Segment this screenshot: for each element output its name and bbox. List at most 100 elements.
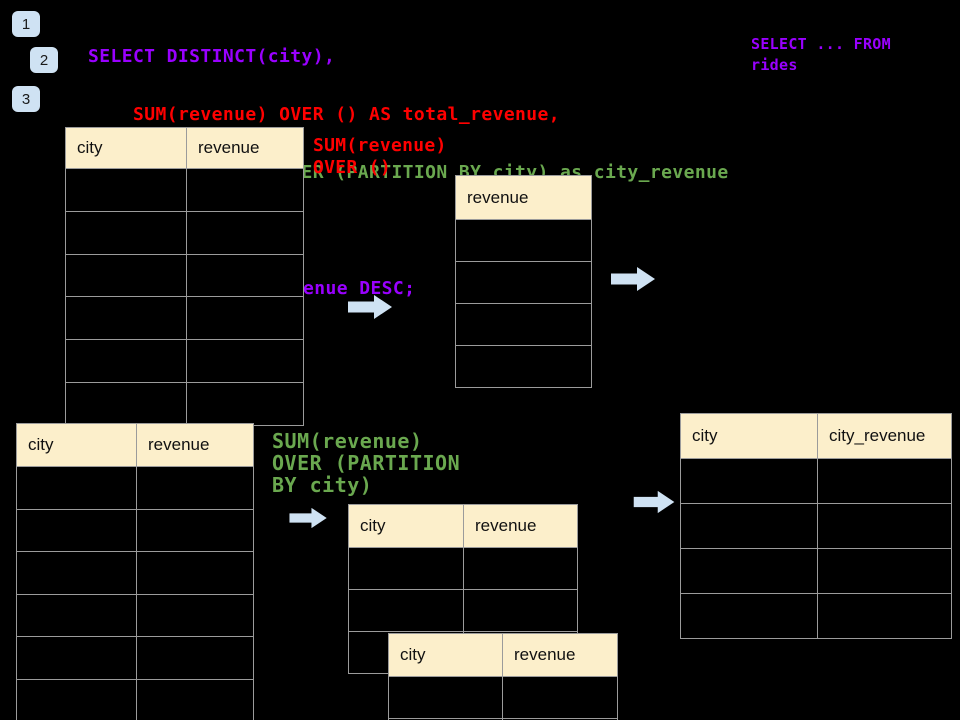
table-row: [681, 548, 951, 593]
table-cell-empty: [66, 169, 187, 211]
table-row: [681, 503, 951, 548]
table-row: [17, 466, 253, 509]
table-source-rides-top: city revenue: [65, 127, 304, 426]
step-badge-1: 1: [12, 11, 40, 37]
table-cell-empty: [137, 595, 253, 637]
table-row: [681, 458, 951, 503]
table-cell-empty: [137, 510, 253, 552]
table-cell-empty: [17, 552, 137, 594]
table-row: [456, 219, 591, 261]
sql-line-total: SUM(revenue) OVER () AS total_revenue,: [133, 104, 561, 125]
table-row: [456, 345, 591, 387]
table-city-revenue-result: city city_revenue: [680, 413, 952, 639]
table-row: [66, 253, 303, 297]
table-cell-empty: [187, 340, 303, 382]
table-cell-empty: [187, 255, 303, 297]
table-row: [66, 381, 303, 425]
table-cell-empty: [349, 590, 464, 631]
table-cell-empty: [66, 254, 187, 297]
table-cell-empty: [187, 169, 303, 211]
table-cell-empty: [17, 467, 137, 509]
table-cell-empty: [66, 211, 187, 254]
table-cell-empty: [456, 346, 591, 387]
column-header-city: city: [349, 505, 464, 547]
column-header-city: city: [17, 424, 137, 466]
table-cell-empty: [17, 594, 137, 636]
table-cell-empty: [456, 304, 591, 345]
table-row: [17, 636, 253, 679]
column-header-city: city: [389, 634, 503, 676]
table-cell-empty: [818, 549, 951, 593]
table-row: [66, 168, 303, 211]
table-row: [17, 678, 253, 720]
total-revenue-label-line-1: SUM(revenue): [313, 135, 447, 156]
right-arrow-icon: [611, 267, 655, 291]
table-cell-empty: [349, 548, 464, 589]
table-cell-empty: [137, 467, 253, 509]
partition-label-line-3: BY city): [272, 473, 373, 497]
table-cell-empty: [818, 504, 951, 548]
table-cell-empty: [464, 590, 577, 631]
total-revenue-label-line-2: OVER (): [313, 157, 391, 178]
table-total-revenue-result: revenue: [455, 175, 592, 388]
table-cell-empty: [137, 637, 253, 679]
sql-line-select: SELECT DISTINCT(city),: [88, 46, 336, 67]
total-revenue-label: SUM(revenue) OVER (): [313, 135, 447, 179]
table-cell-empty: [187, 212, 303, 254]
table-cell-empty: [818, 459, 951, 503]
table-row: [349, 547, 577, 589]
table-cell-empty: [66, 297, 187, 340]
side-note: SELECT ... FROM rides: [751, 34, 891, 76]
column-header-revenue: revenue: [148, 435, 210, 454]
table-row: [456, 261, 591, 303]
partition-label-line-1: SUM(revenue): [272, 429, 423, 453]
column-header-city: city: [681, 414, 818, 458]
table-cell-empty: [456, 220, 591, 261]
column-header-revenue: revenue: [514, 645, 576, 664]
table-cell-empty: [17, 679, 137, 720]
table-cell-empty: [137, 680, 253, 720]
step-badge-3: 3: [12, 86, 40, 112]
table-row: [17, 551, 253, 594]
table-cell-empty: [66, 382, 187, 425]
right-arrow-icon: [633, 490, 675, 514]
table-cell-empty: [17, 637, 137, 679]
table-cell-empty: [681, 549, 818, 593]
side-note-line-2: rides: [751, 56, 798, 74]
table-source-rides-bottom: city revenue: [16, 423, 254, 720]
table-row: [681, 593, 951, 638]
table-cell-empty: [187, 297, 303, 339]
table-row: [456, 303, 591, 345]
table-row: [66, 339, 303, 382]
table-cell-empty: [503, 677, 617, 718]
table-partition-group-overlay: city revenue: [388, 633, 618, 720]
table-row: [349, 589, 577, 631]
table-cell-empty: [464, 548, 577, 589]
table-cell-empty: [681, 504, 818, 548]
step-badge-2: 2: [30, 47, 58, 73]
table-row: [66, 296, 303, 340]
table-cell-empty: [66, 340, 187, 382]
table-cell-empty: [137, 552, 253, 594]
partition-label: SUM(revenue) OVER (PARTITION BY city): [272, 430, 460, 496]
side-note-line-1: SELECT ... FROM: [751, 35, 891, 53]
table-row: [17, 593, 253, 637]
table-cell-empty: [456, 262, 591, 303]
table-cell-empty: [681, 594, 818, 638]
table-cell-empty: [187, 383, 303, 425]
table-cell-empty: [17, 509, 137, 551]
column-header-city: city: [66, 128, 187, 168]
table-row: [66, 210, 303, 254]
partition-label-line-2: OVER (PARTITION: [272, 451, 461, 475]
column-header-revenue: revenue: [467, 187, 529, 207]
column-header-revenue: revenue: [198, 138, 260, 157]
right-arrow-icon: [348, 295, 392, 319]
table-row: [389, 676, 617, 718]
column-header-city-revenue: city_revenue: [829, 426, 926, 445]
table-cell-empty: [389, 677, 503, 718]
right-arrow-icon: [289, 507, 327, 529]
table-cell-empty: [681, 459, 818, 503]
column-header-revenue: revenue: [475, 516, 537, 535]
table-cell-empty: [818, 594, 951, 638]
